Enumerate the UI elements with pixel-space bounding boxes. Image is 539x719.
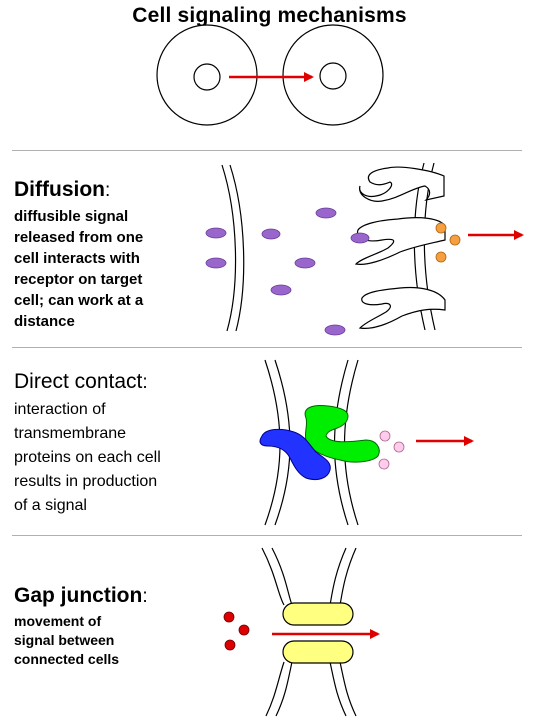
source-nucleus bbox=[193, 63, 221, 91]
target-nucleus bbox=[319, 62, 347, 90]
gap-junction-heading-colon: : bbox=[142, 586, 148, 607]
divider-3 bbox=[12, 535, 522, 536]
contact-signals bbox=[378, 430, 405, 470]
gap-left-membrane-lower-outer bbox=[265, 661, 285, 717]
gap-signal bbox=[224, 639, 236, 651]
signal-molecule bbox=[294, 257, 316, 269]
gap-right-membrane-lower-outer bbox=[339, 661, 357, 717]
signal-molecule bbox=[324, 324, 346, 336]
gap-junction-heading-text: Gap junction bbox=[14, 584, 143, 607]
signal-molecule bbox=[205, 257, 227, 269]
diffusion-description: diffusible signal released from one cell… bbox=[14, 208, 144, 330]
contact-signal bbox=[379, 430, 391, 442]
receptor-bottom bbox=[358, 286, 446, 329]
gap-right-membrane-inner bbox=[329, 547, 347, 606]
output-signals bbox=[435, 222, 461, 263]
divider-2 bbox=[12, 347, 522, 348]
gap-left-membrane-lower-inner bbox=[275, 661, 293, 717]
output-signal bbox=[435, 251, 447, 263]
output-signal bbox=[435, 222, 447, 234]
diffusible-signals bbox=[205, 207, 370, 336]
divider-1 bbox=[12, 150, 522, 151]
direct-contact-heading-colon: : bbox=[142, 372, 148, 393]
direct-contact-heading: Direct contact: bbox=[14, 370, 148, 394]
signal-molecule bbox=[350, 232, 370, 244]
diffusion-heading-text: Diffusion bbox=[14, 178, 105, 201]
output-signal bbox=[449, 234, 461, 246]
gap-channel-upper bbox=[282, 602, 354, 626]
gap-signal bbox=[223, 611, 235, 623]
receptor-top bbox=[358, 166, 445, 202]
gap-left-membrane-inner bbox=[271, 547, 293, 606]
contact-signal bbox=[393, 441, 405, 453]
diffusion-heading-colon: : bbox=[104, 180, 111, 201]
gap-right-membrane-outer bbox=[339, 547, 357, 606]
gap-right-membrane-lower-inner bbox=[329, 661, 347, 717]
diffusion-illustration bbox=[205, 162, 524, 336]
header-cells bbox=[156, 24, 384, 126]
gap-junction-heading: Gap junction: bbox=[14, 584, 148, 608]
signal-molecule bbox=[205, 227, 227, 239]
gap-junction-illustration bbox=[223, 547, 380, 717]
source-membrane-inner bbox=[229, 164, 245, 332]
gap-junction-description: movement of signal between connected cel… bbox=[14, 613, 120, 667]
signal-molecule bbox=[315, 207, 337, 219]
source-membrane-outer bbox=[221, 164, 237, 332]
gap-left-membrane-outer bbox=[261, 547, 285, 606]
blue-transmembrane-protein bbox=[259, 428, 331, 481]
diagram-title: Cell signaling mechanisms bbox=[132, 4, 407, 27]
gap-signals bbox=[223, 611, 250, 651]
signal-molecule bbox=[270, 284, 292, 296]
gap-channel-lower bbox=[282, 640, 354, 664]
direct-contact-illustration bbox=[259, 359, 474, 526]
receptor-middle bbox=[354, 217, 446, 265]
signal-molecule bbox=[261, 228, 281, 240]
contact-signal bbox=[378, 458, 390, 470]
direct-contact-description: interaction of transmembrane proteins on… bbox=[14, 401, 161, 514]
direct-contact-heading-text: Direct contact bbox=[14, 370, 143, 393]
gap-signal bbox=[238, 624, 250, 636]
diffusion-heading: Diffusion: bbox=[14, 178, 110, 202]
